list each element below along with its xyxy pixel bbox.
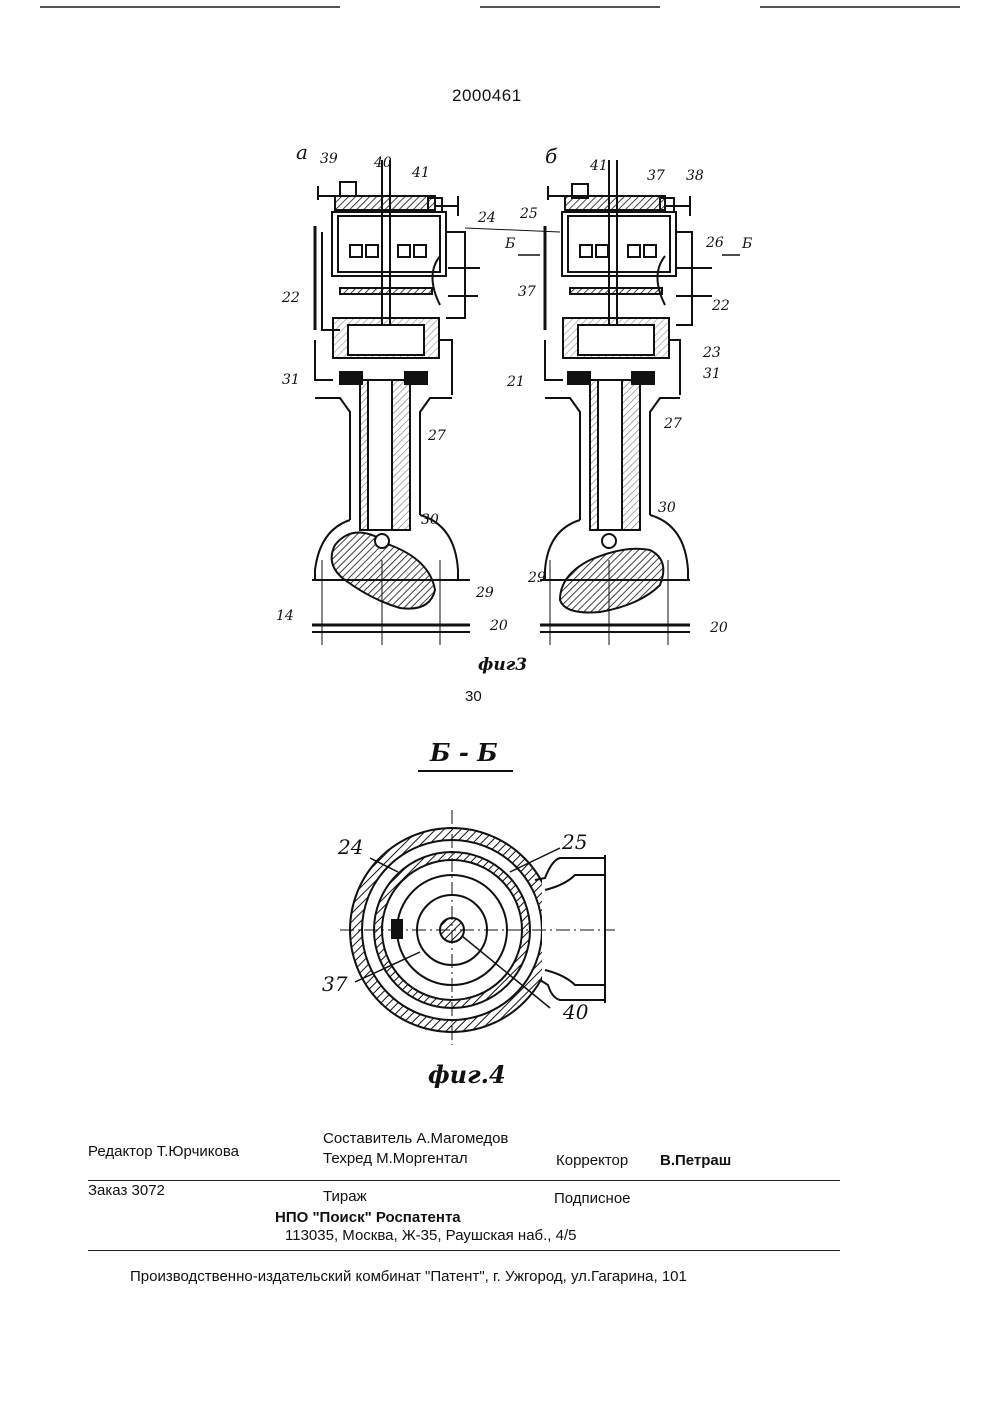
circulation: Тираж [323,1188,367,1205]
corrector-label: Корректор [556,1152,628,1169]
address: 113035, Москва, Ж-35, Раушская наб., 4/5 [285,1227,577,1244]
techred: Техред М.Моргентал [323,1150,468,1167]
label-37-fig4: 37 [322,972,347,996]
figure-4-caption: фиг.4 [428,1060,506,1089]
order: Заказ 3072 [88,1182,165,1199]
publisher: НПО "Поиск" Роспатента [275,1209,461,1226]
compiler: Составитель А.Магомедов [323,1130,508,1147]
imprint-rule-1 [88,1180,840,1181]
label-40-fig4: 40 [563,1000,588,1024]
corrector-name: В.Петраш [660,1152,731,1169]
printing-plant: Производственно-издательский комбинат "П… [130,1268,687,1285]
imprint-rule-2 [88,1250,840,1251]
editor: Редактор Т.Юрчикова [88,1143,239,1160]
subscription: Подписное [554,1190,631,1207]
label-25-fig4: 25 [562,830,587,854]
label-24-fig4: 24 [338,835,363,859]
